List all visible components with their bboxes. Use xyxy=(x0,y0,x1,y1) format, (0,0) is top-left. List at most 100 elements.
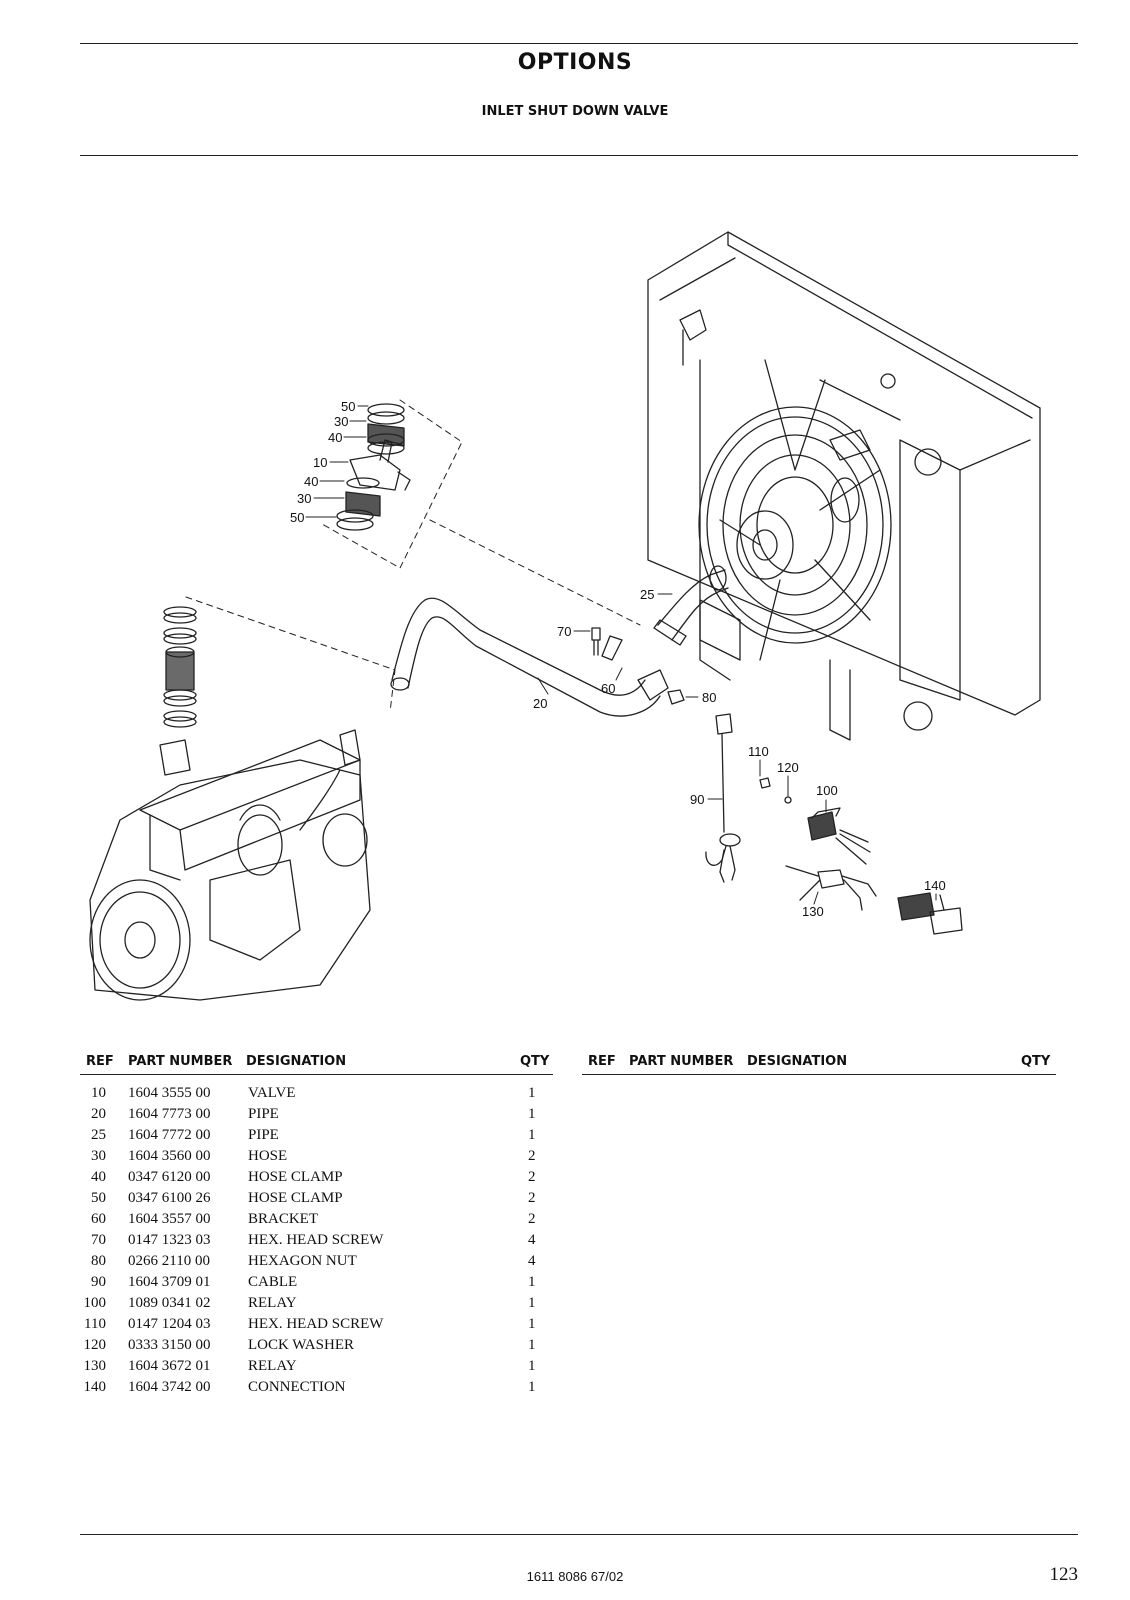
cell-designation: HOSE CLAMP xyxy=(248,1190,343,1206)
cell-ref: 10 xyxy=(91,1085,106,1101)
leader-lines xyxy=(185,399,641,713)
pipe-20 xyxy=(390,597,669,717)
cell-ref: 50 xyxy=(91,1190,106,1206)
cell-designation: VALVE xyxy=(248,1085,296,1101)
cell-designation: PIPE xyxy=(248,1127,279,1143)
cell-designation: RELAY xyxy=(248,1295,297,1311)
cell-part-number: 1604 3560 00 xyxy=(128,1148,211,1164)
cell-qty: 1 xyxy=(528,1358,536,1374)
cell-ref: 70 xyxy=(91,1232,106,1248)
fan-assembly xyxy=(698,359,892,661)
cable-90 xyxy=(705,713,741,883)
callout-label: 30 xyxy=(334,414,348,429)
callout-label: 70 xyxy=(557,624,571,639)
cell-part-number: 1604 7773 00 xyxy=(128,1106,211,1122)
cell-designation: BRACKET xyxy=(248,1211,319,1227)
callout-label: 30 xyxy=(297,491,311,506)
cell-qty: 4 xyxy=(528,1232,536,1248)
cell-designation: RELAY xyxy=(248,1358,297,1374)
cell-part-number: 0147 1204 03 xyxy=(128,1316,211,1332)
table-row: 50 0347 6100 26 HOSE CLAMP 2 xyxy=(80,1190,553,1211)
page-subtitle: INLET SHUT DOWN VALVE xyxy=(481,104,669,119)
cell-ref: 20 xyxy=(91,1106,106,1122)
page-number: 123 xyxy=(1049,1564,1079,1585)
table-row: 110 0147 1204 03 HEX. HEAD SCREW 1 xyxy=(80,1316,553,1337)
cell-qty: 2 xyxy=(528,1169,536,1185)
callout-label: 140 xyxy=(924,878,946,893)
cell-designation: CABLE xyxy=(248,1274,298,1290)
radiator-assembly xyxy=(647,231,1041,741)
col-designation-header: DESIGNATION xyxy=(246,1054,347,1069)
parts-table-right: REF PART NUMBER DESIGNATION QTY xyxy=(582,1052,1056,1075)
page-title: OPTIONS xyxy=(517,50,633,75)
callout-label: 60 xyxy=(601,681,615,696)
col-part-header: PART NUMBER xyxy=(128,1054,233,1069)
col-qty-header: QTY xyxy=(520,1054,550,1069)
cell-qty: 2 xyxy=(528,1148,536,1164)
header-top-rule xyxy=(80,43,1078,44)
cell-designation: HEX. HEAD SCREW xyxy=(248,1316,384,1332)
col-qty-header: QTY xyxy=(1021,1054,1051,1069)
cell-ref: 140 xyxy=(83,1379,107,1395)
cell-part-number: 1604 7772 00 xyxy=(128,1127,211,1143)
col-part-header: PART NUMBER xyxy=(629,1054,734,1069)
cell-designation: HEXAGON NUT xyxy=(248,1253,357,1269)
callout-label: 50 xyxy=(290,510,304,525)
cell-ref: 60 xyxy=(91,1211,106,1227)
callout-label: 90 xyxy=(690,792,704,807)
callout-label: 10 xyxy=(313,455,327,470)
table-row: 60 1604 3557 00 BRACKET 2 xyxy=(80,1211,553,1232)
valve-group xyxy=(336,403,411,531)
cell-part-number: 0147 1323 03 xyxy=(128,1232,211,1248)
cell-qty: 2 xyxy=(528,1190,536,1206)
cell-ref: 100 xyxy=(83,1295,107,1311)
cell-part-number: 1604 3557 00 xyxy=(128,1211,211,1227)
cell-qty: 1 xyxy=(528,1337,536,1353)
cell-part-number: 1089 0341 02 xyxy=(128,1295,211,1311)
cell-qty: 1 xyxy=(528,1379,536,1395)
table-row: 30 1604 3560 00 HOSE 2 xyxy=(80,1148,553,1169)
table-row: 70 0147 1323 03 HEX. HEAD SCREW 4 xyxy=(80,1232,553,1253)
cell-ref: 110 xyxy=(84,1316,106,1332)
cell-designation: HEX. HEAD SCREW xyxy=(248,1232,384,1248)
cell-part-number: 0347 6100 26 xyxy=(128,1190,211,1206)
callout-label: 40 xyxy=(304,474,318,489)
callout-label: 110 xyxy=(748,744,769,759)
cell-part-number: 1604 3672 01 xyxy=(128,1358,211,1374)
table-header: REF PART NUMBER DESIGNATION QTY xyxy=(80,1052,553,1075)
exploded-parts-drawing: 50 30 40 10 40 30 50 25 70 60 20 80 110 … xyxy=(89,231,1041,1001)
table-header: REF PART NUMBER DESIGNATION QTY xyxy=(582,1052,1056,1075)
cell-designation: CONNECTION xyxy=(248,1379,346,1395)
cell-qty: 2 xyxy=(528,1211,536,1227)
small-hardware xyxy=(591,627,685,705)
cell-ref: 25 xyxy=(91,1127,106,1143)
col-designation-header: DESIGNATION xyxy=(747,1054,848,1069)
header-bottom-rule xyxy=(80,155,1078,156)
cell-designation: PIPE xyxy=(248,1106,279,1122)
cell-ref: 130 xyxy=(83,1358,107,1374)
callout-leaders xyxy=(305,405,937,905)
cell-ref: 30 xyxy=(91,1148,106,1164)
cell-designation: HOSE xyxy=(248,1148,288,1164)
callout-label: 50 xyxy=(341,399,355,414)
cell-qty: 1 xyxy=(528,1274,536,1290)
callout-label: 20 xyxy=(533,696,547,711)
hose-clamp-stack xyxy=(163,606,197,728)
col-ref-header: REF xyxy=(588,1054,616,1069)
cell-part-number: 0266 2110 00 xyxy=(128,1253,210,1269)
cell-designation: LOCK WASHER xyxy=(248,1337,354,1353)
cell-qty: 1 xyxy=(528,1316,536,1332)
cell-ref: 90 xyxy=(91,1274,106,1290)
callout-label: 100 xyxy=(816,783,838,798)
callout-label: 80 xyxy=(702,690,716,705)
pipe-25 xyxy=(653,565,729,646)
